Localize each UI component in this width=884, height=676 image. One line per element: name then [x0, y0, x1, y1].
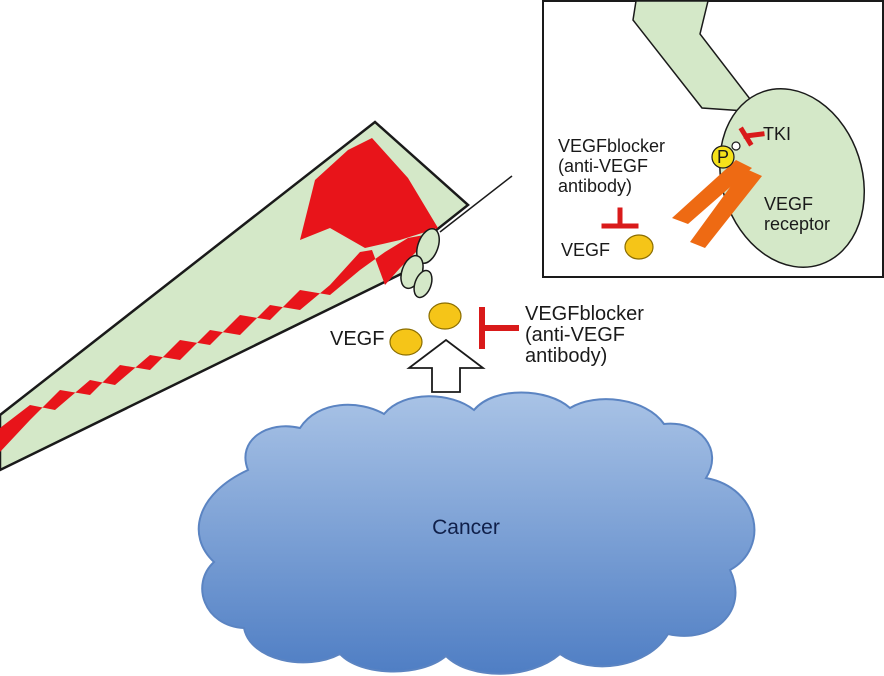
phosphate-circle [711, 145, 735, 169]
svg-text:(anti-VEGF: (anti-VEGF [525, 324, 625, 346]
cancer-cloud: Cancer [197, 391, 756, 675]
svg-text:VEGFblocker: VEGFblocker [525, 303, 644, 325]
tki-label: TKI [763, 124, 791, 144]
endothelial-tip-cell [413, 269, 433, 299]
vegf-label: VEGF [330, 328, 384, 350]
vegf-receptor-arm [690, 168, 762, 248]
cancer-cloud-shape [197, 391, 756, 675]
vegf-receptor-arm [672, 160, 752, 224]
inset-callout-line [439, 175, 513, 233]
vessel-lumen [0, 233, 435, 452]
svg-text:antibody): antibody) [525, 345, 607, 367]
vegf-molecule [428, 302, 462, 330]
svg-text:VEGFblocker: VEGFblocker [558, 136, 665, 156]
inset-panel: P TKI VEGFblocker (anti-VEGF antibody) V… [542, 0, 884, 278]
vegf-blocker-label: VEGFblocker (anti-VEGF antibody) [525, 303, 644, 367]
blood-vessel [0, 120, 470, 472]
svg-text:(anti-VEGF: (anti-VEGF [558, 156, 648, 176]
secretion-arrow [406, 338, 486, 393]
svg-text:VEGF: VEGF [764, 194, 813, 214]
inset-vegf-label: VEGF [561, 240, 610, 260]
inset-blocker-label: VEGFblocker (anti-VEGF antibody) [558, 136, 665, 196]
inhibitor-symbol [479, 307, 519, 349]
inset-vegf-molecule [624, 234, 654, 260]
vegf-molecules [389, 302, 462, 356]
vessel-branch-lumen [300, 138, 438, 248]
vegf-molecule [389, 328, 423, 356]
cancer-label: Cancer [432, 516, 500, 539]
svg-text:receptor: receptor [764, 214, 830, 234]
phosphate-label: P [717, 147, 729, 167]
vegf-receptor [672, 160, 762, 248]
inset-inhibitor-symbol [601, 207, 639, 229]
vegf-receptor-label: VEGF receptor [764, 194, 830, 234]
tki-inhibitor-symbol [738, 126, 765, 147]
svg-text:antibody): antibody) [558, 176, 632, 196]
phosphate-link [731, 141, 741, 151]
